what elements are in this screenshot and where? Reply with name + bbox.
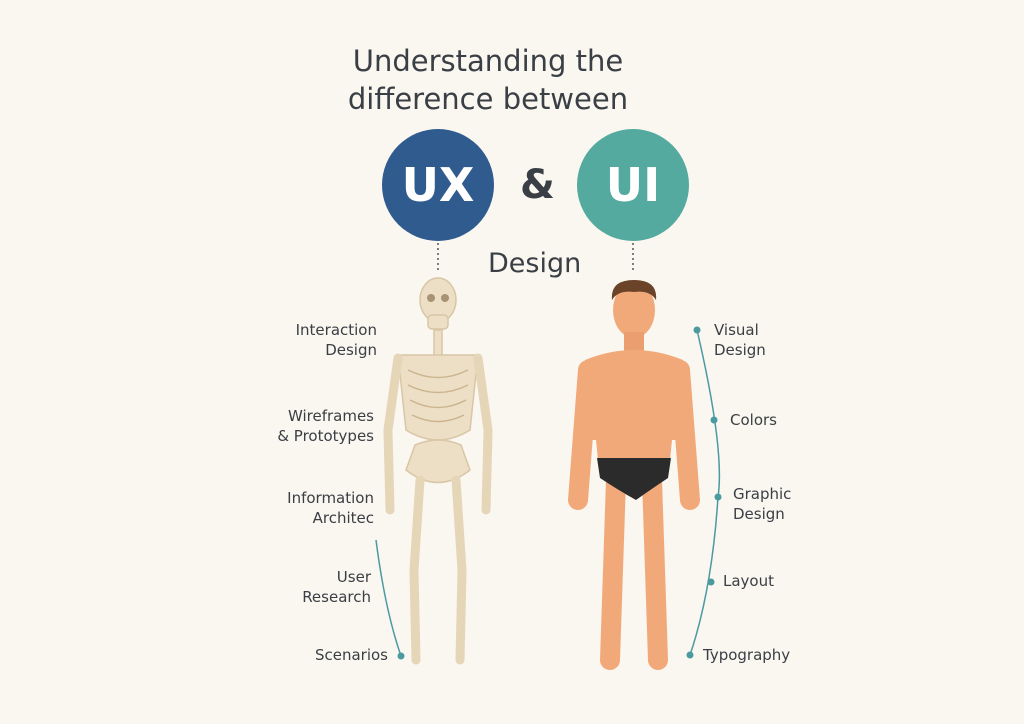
ux-topic-scenarios: Scenarios [314,646,388,664]
ampersand: & [520,162,555,208]
title-line-1: Understanding the [352,44,624,78]
ux-topic-information-architecture: Information Architec [287,489,374,527]
skeleton-illustration [383,277,493,665]
connector-dots [437,243,634,270]
ui-circle: UI [577,129,689,241]
ui-topic-visual-design: Visual Design [714,321,766,359]
ux-topic-curve [375,539,402,657]
human-body-illustration [568,280,700,670]
ui-topic-typography: Typography [703,646,791,664]
ux-circle: UX [382,129,494,241]
ux-topic-user-research: User Research [302,568,371,606]
ui-label: UI [605,158,661,212]
topic-dot [397,652,405,660]
subtitle: Design [488,248,582,279]
ui-topic-graphic-design: Graphic Design [733,485,792,523]
ux-topic-interaction-design: Interaction Design [295,321,377,359]
ui-topic-layout: Layout [723,572,774,590]
ui-topic-colors: Colors [730,411,777,429]
title-line-2: difference between [347,82,629,116]
ux-label: UX [401,158,475,212]
ux-topic-wireframes: Wireframes & Prototypes [277,407,374,445]
topic-dots [686,326,722,659]
